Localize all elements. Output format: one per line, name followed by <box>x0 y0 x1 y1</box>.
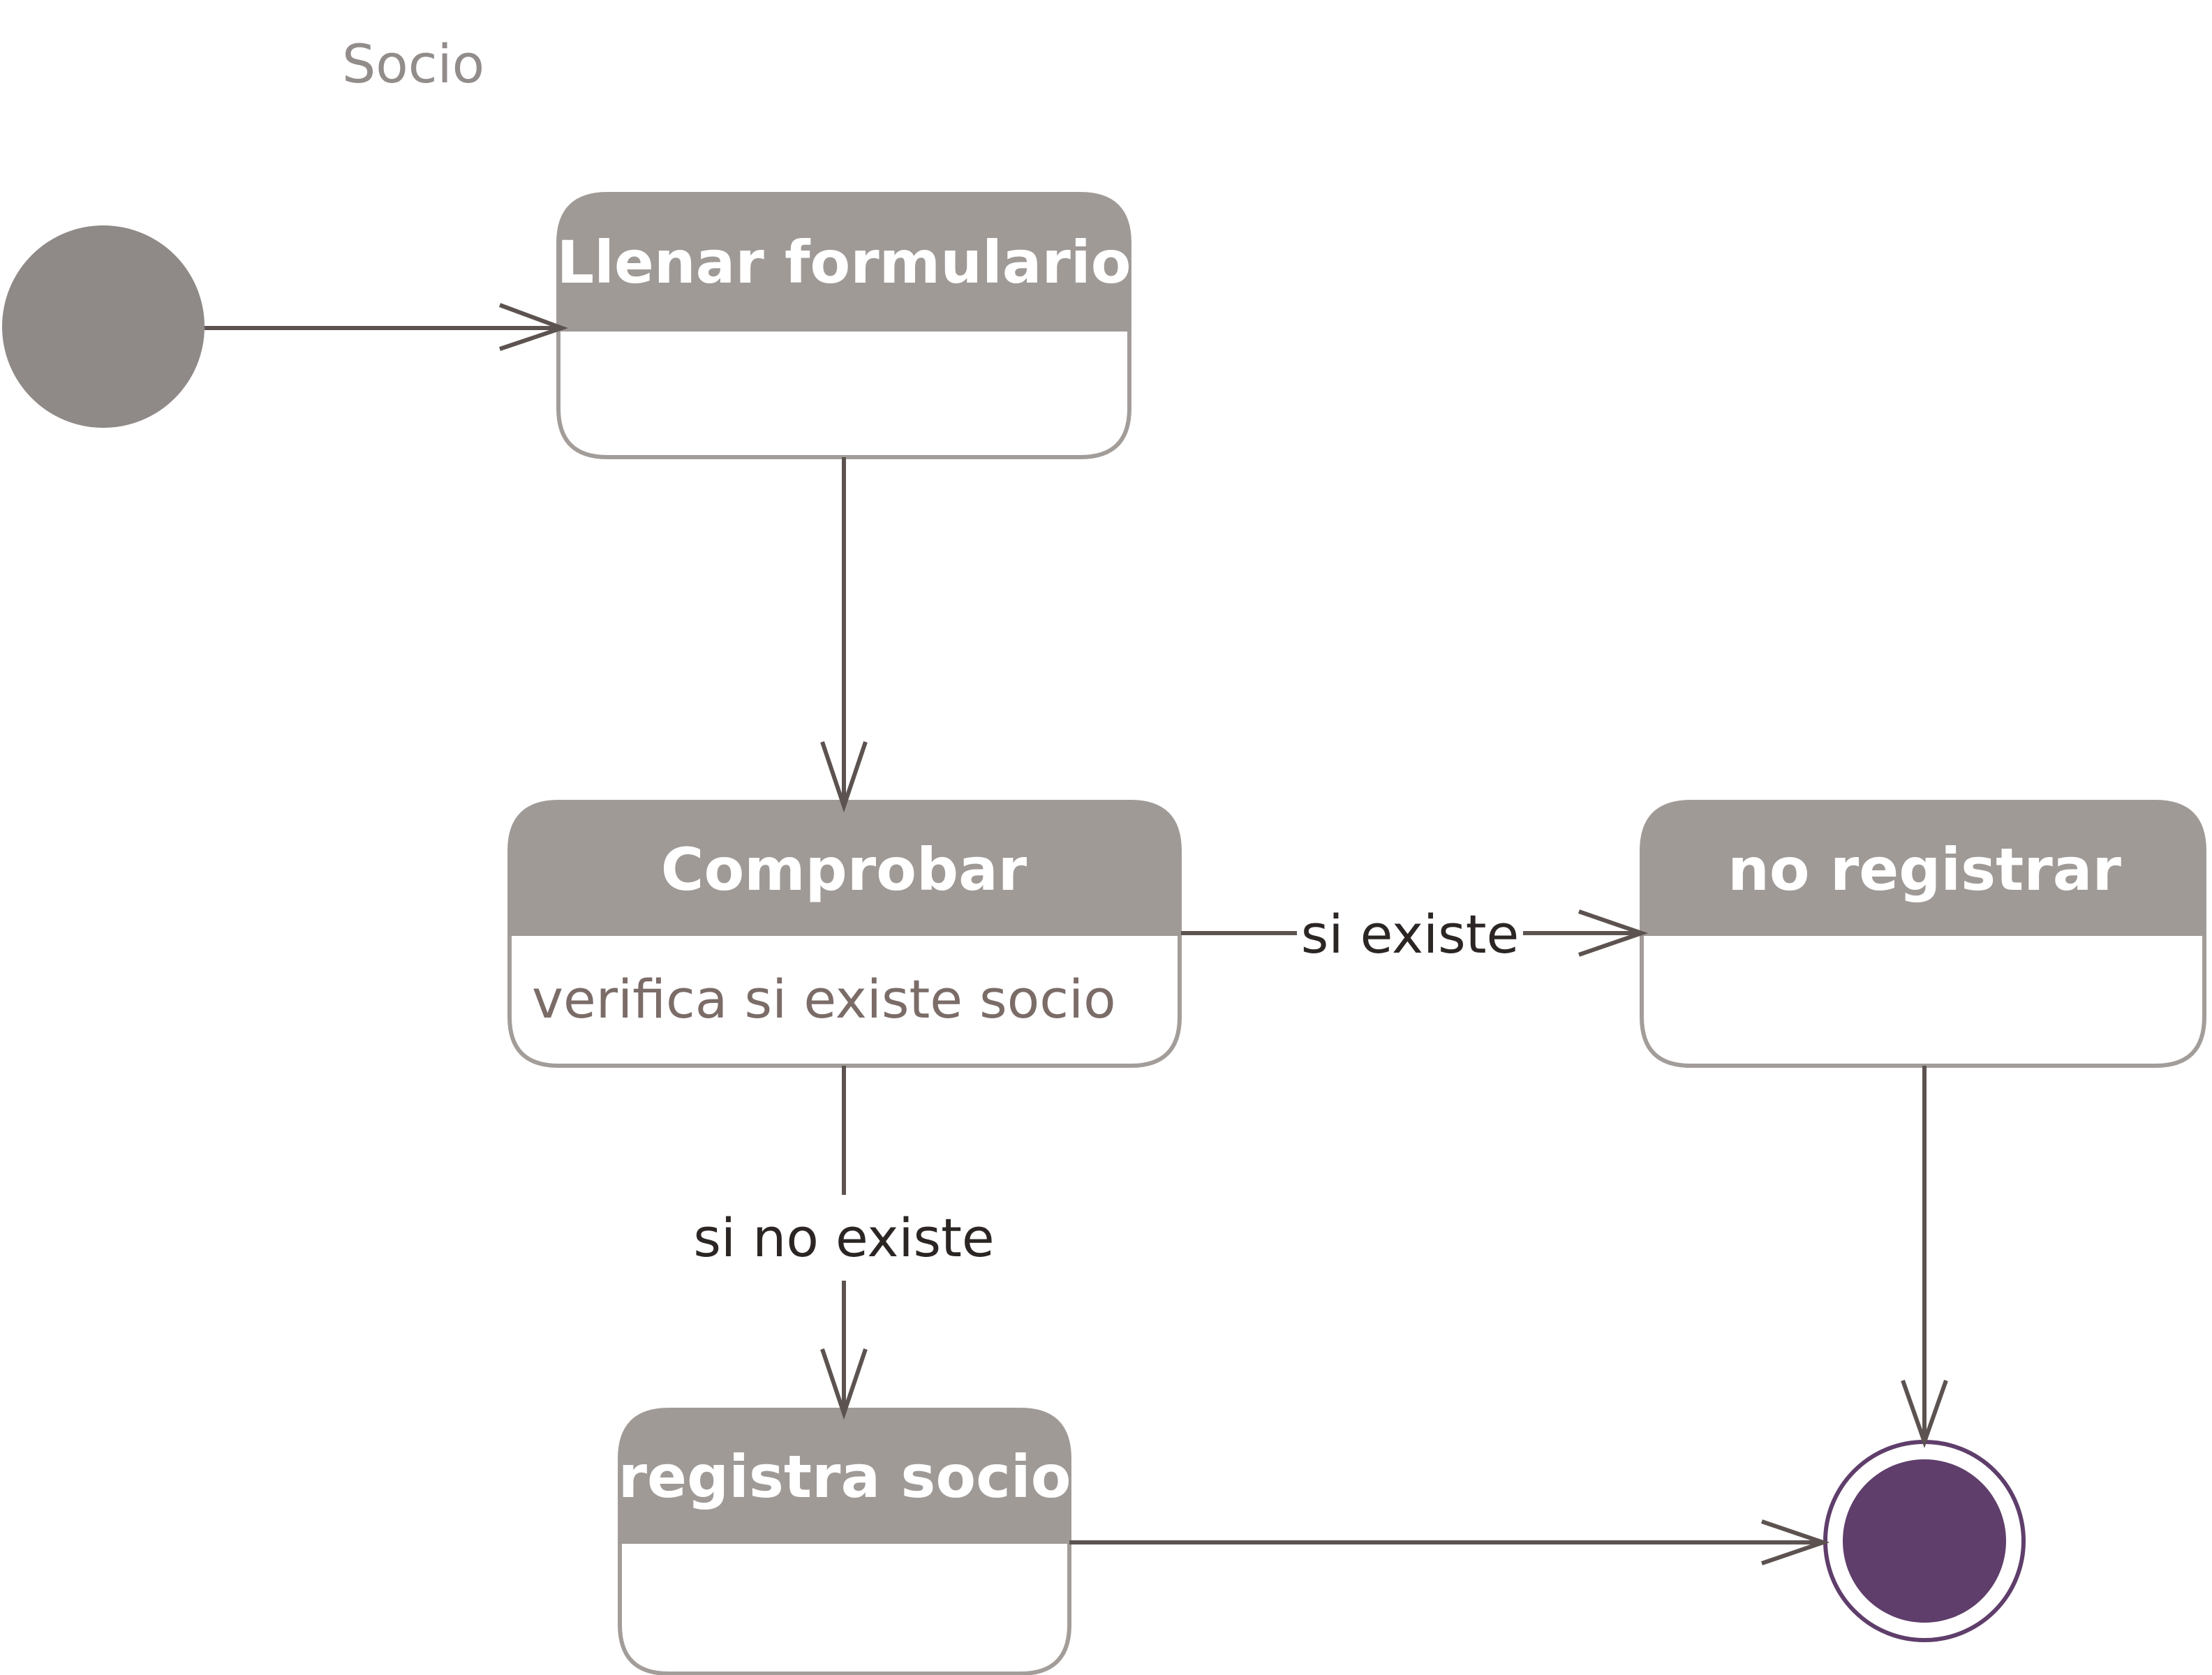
diagram-title: Socio <box>342 33 484 95</box>
edge-label-si-no-existe: si no existe <box>693 1207 994 1269</box>
state-registra-socio[interactable]: registra socio <box>618 1408 1071 1675</box>
edge-label-si-existe: si existe <box>1301 903 1520 965</box>
transition-initial-to-llenar <box>205 303 568 351</box>
transition-registra-to-final <box>1069 1519 1830 1565</box>
state-comprobar[interactable]: Comprobar verifica si existe socio <box>507 800 1182 1068</box>
final-node[interactable] <box>1823 1440 2026 1642</box>
state-title-llenar-formulario: Llenar formulario <box>557 228 1131 297</box>
transition-no-registrar-to-final <box>1901 1066 1948 1449</box>
transition-llenar-to-comprobar <box>820 457 868 813</box>
state-title-no-registrar: no registrar <box>1728 835 2121 904</box>
state-activity-comprobar: verifica si existe socio <box>532 968 1116 1030</box>
transition-comprobar-to-registra: si no existe <box>693 1066 995 1420</box>
transition-comprobar-to-no-registrar: si existe <box>1181 903 1649 965</box>
state-title-comprobar: Comprobar <box>661 835 1027 904</box>
state-llenar-formulario[interactable]: Llenar formulario <box>556 192 1131 459</box>
initial-node[interactable] <box>2 225 205 428</box>
state-no-registrar[interactable]: no registrar <box>1640 800 2206 1068</box>
state-title-registra-socio: registra socio <box>618 1443 1071 1511</box>
